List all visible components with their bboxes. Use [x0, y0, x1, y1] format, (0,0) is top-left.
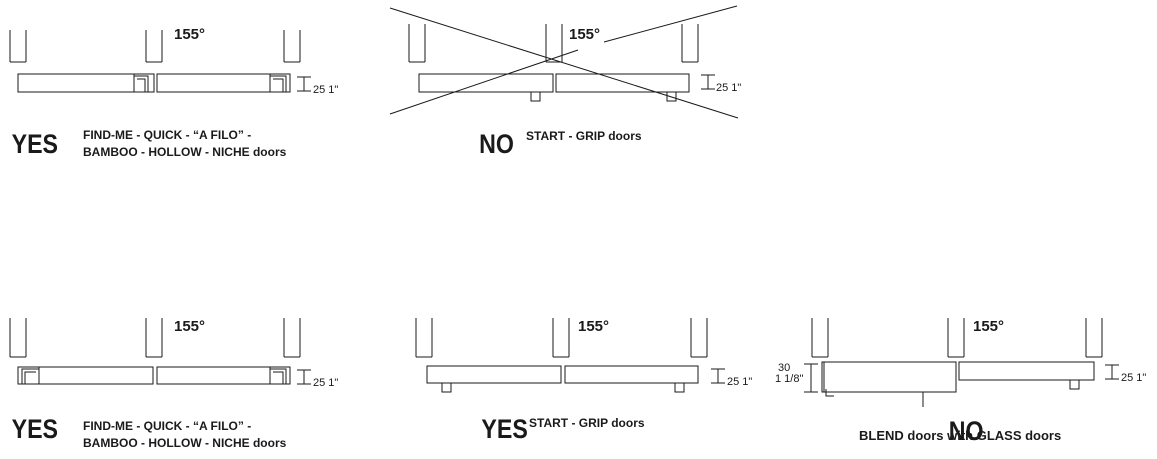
handle-profile-right — [269, 367, 287, 384]
thickness-dimension — [1105, 364, 1119, 380]
opening-angle-label: 155° — [973, 318, 1004, 335]
thickness-dimension — [297, 76, 311, 92]
thickness-label: 25 1" — [1121, 372, 1146, 384]
opening-angle-label: 155° — [174, 318, 205, 335]
panel-yes-profiles-top: 155° 25 1" YES FIND-ME - QUICK - “A FILO… — [9, 26, 338, 159]
handle-knob-right — [1069, 380, 1080, 390]
panel-no-handle-doors: 155° 25 1" NO START - GRIP doors — [389, 5, 741, 159]
opening-angle-label: 155° — [174, 26, 205, 43]
door-left — [426, 365, 562, 384]
door-types-line-1: FIND-ME - QUICK - “A FILO” - — [83, 419, 251, 433]
handle-knob-left — [530, 92, 541, 102]
opening-angle-label: 155° — [569, 26, 600, 43]
door-left — [17, 73, 155, 93]
thickness-label: 25 1" — [727, 376, 752, 388]
door-right — [564, 365, 699, 384]
thickness-dimension — [711, 368, 725, 384]
panel-no-mixed-doors: 155° 30 1 1/8" 25 1" NO BLEND doors with… — [775, 318, 1146, 446]
door-types-line-1: FIND-ME - QUICK - “A FILO” - — [83, 128, 251, 142]
door-left — [17, 366, 154, 385]
left-dimension-inch-label: 1 1/8" — [775, 373, 803, 385]
opening-angle-label: 155° — [578, 318, 609, 335]
handle-profile-right — [269, 74, 287, 92]
door-types-line-2: BAMBOO - HOLLOW - NICHE doors — [83, 436, 287, 450]
cabinet-sides — [408, 24, 699, 63]
door-types-line-2: BAMBOO - HOLLOW - NICHE doors — [83, 145, 287, 159]
thickness-dimension — [297, 369, 311, 385]
door-types-line-1: START - GRIP doors — [526, 129, 642, 143]
cabinet-sides — [811, 318, 1103, 358]
door-right — [555, 73, 690, 93]
thickness-label: 25 1" — [716, 82, 741, 94]
door-right — [958, 361, 1095, 381]
door-right — [156, 366, 291, 385]
verdict-label: NO — [949, 416, 984, 446]
handle-profile-left — [133, 74, 149, 92]
verdict-label: YES — [12, 414, 58, 444]
thickness-label: 25 1" — [313, 377, 338, 389]
door-types-line-1: START - GRIP doors — [529, 416, 645, 430]
cross-out-mark — [389, 5, 739, 119]
left-dimension-mm-label: 30 — [778, 362, 790, 374]
left-thickness-dimension — [804, 363, 818, 393]
thickness-dimension — [701, 74, 715, 90]
door-types-note: BLEND doors with GLASS doors — [859, 428, 1061, 443]
panel-yes-profiles-bottom: 155° 25 1" YES FIND-ME - QUICK - “A FILO… — [9, 318, 338, 450]
handle-knob-left — [441, 383, 452, 393]
thickness-label: 25 1" — [313, 84, 338, 96]
cabinet-sides — [9, 318, 301, 358]
door-left — [418, 73, 554, 93]
verdict-label: YES — [481, 414, 527, 444]
handle-profile-left — [21, 367, 40, 384]
door-left-glass — [821, 361, 957, 393]
panel-yes-handle-doors: 155° 25 1" YES START - GRIP doors — [415, 318, 752, 444]
edge-profile — [825, 389, 834, 397]
handle-knob-right — [666, 92, 677, 102]
door-right — [156, 73, 291, 93]
verdict-label: YES — [12, 129, 58, 159]
handle-knob-right — [674, 383, 685, 393]
cabinet-sides — [415, 318, 708, 358]
cabinet-sides — [9, 30, 301, 63]
verdict-label: NO — [479, 129, 514, 159]
